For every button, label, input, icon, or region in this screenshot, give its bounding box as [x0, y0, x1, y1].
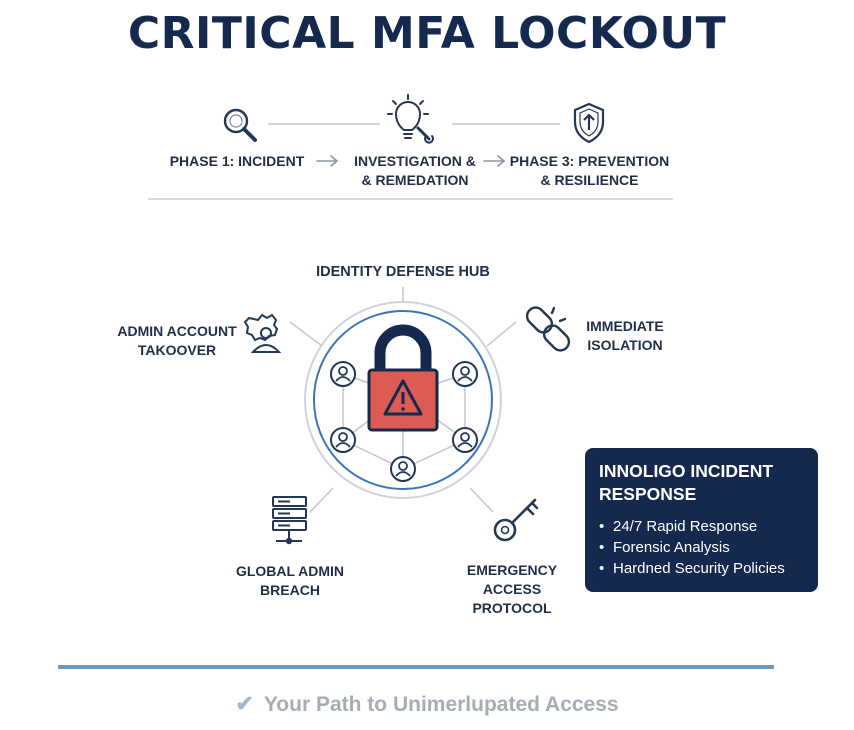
panel-list-item: • 24/7 Rapid Response [599, 516, 804, 537]
phase-2-label: INVESTIGATION & & REMEDATION [340, 152, 490, 190]
emergency-line2: ACCESS [482, 581, 542, 597]
user-node-icon [330, 361, 356, 387]
user-node-icon [452, 361, 478, 387]
panel-list: •24/7 Rapid Response •Forensic Analysis … [599, 516, 804, 579]
panel-title: INNOLIGO INCIDENT RESPONSE [599, 460, 804, 506]
phase-3-label: PHASE 3: PREVENTION & RESILIENCE [507, 152, 672, 190]
phase-2-label-line1: INVESTIGATION & [354, 153, 476, 169]
key-icon [493, 498, 539, 542]
admin-takeover-line1: ADMIN ACCOUNT [117, 323, 237, 339]
shield-icon [573, 102, 605, 144]
phase-arrow-icon [483, 155, 506, 167]
panel-list-item: • Hardned Security Policies [599, 558, 804, 579]
user-node-icon [390, 456, 416, 482]
isolation-line1: IMMEDIATE [586, 318, 664, 334]
gear-user-icon [243, 313, 282, 353]
broken-link-icon [525, 306, 571, 352]
phase-2-label-line2: & REMEDATION [361, 172, 469, 188]
phase-1-label-line1: PHASE 1: INCIDENT [169, 153, 305, 169]
bullet-icon: • [599, 518, 605, 535]
isolation-line2: ISOLATION [587, 337, 663, 353]
isolation-label: IMMEDIATE ISOLATION [570, 317, 680, 355]
emergency-line3: PROTOCOL [472, 600, 552, 616]
footer-divider [58, 665, 774, 669]
panel-item-text: 24/7 Rapid Response [613, 518, 758, 535]
bullet-icon: • [599, 560, 605, 577]
panel-list-item: • Forensic Analysis [599, 537, 804, 558]
padlock-warning-icon [367, 324, 439, 432]
phase-3-label-line1: PHASE 3: PREVENTION [509, 153, 670, 169]
footer-tagline: ✔ Your Path to Unimerlupated Access [0, 691, 854, 717]
incident-response-panel: INNOLIGO INCIDENT RESPONSE • 24/7 Rapid R… [585, 448, 818, 592]
global-breach-label: GLOBAL ADMIN BREACH [225, 562, 355, 600]
lightbulb-wrench-icon [387, 94, 434, 144]
emergency-line1: EMERGENCY [466, 562, 558, 578]
panel-title-line2: RESPONSE [599, 484, 697, 504]
page-title: CRITICAL MFA LOCKOUT [127, 8, 727, 59]
footer-text: Your Path to Unimerlupated Access [263, 693, 619, 716]
checkmark-icon: ✔ [235, 691, 254, 716]
phase-3-label-line2: & RESILIENCE [540, 172, 639, 188]
panel-title-line1: INNOLIGO INCIDENT [599, 461, 774, 481]
magnifier-icon [223, 108, 257, 142]
hub-connector-line [469, 487, 494, 513]
emergency-label: EMERGENCY ACCESS PROTOCOL [452, 561, 572, 618]
hub-connector-line [486, 321, 517, 347]
server-icon [272, 496, 307, 545]
global-breach-line1: GLOBAL ADMIN [235, 563, 345, 579]
user-node-icon [330, 427, 356, 453]
user-node-icon [452, 427, 478, 453]
phase-arrow-icon [316, 155, 339, 167]
global-breach-line2: BREACH [260, 582, 320, 598]
admin-takeover-line2: TAKOOVER [137, 342, 217, 358]
panel-item-text: Forensic Analysis [613, 539, 730, 556]
admin-takeover-label: ADMIN ACCOUNT TAKOOVER [112, 322, 242, 360]
hub-label: IDENTITY DEFENSE HUB [316, 264, 490, 280]
phase-1-label: PHASE 1: INCIDENT [162, 152, 312, 171]
bullet-icon: • [599, 539, 605, 556]
hub-connector-line [309, 487, 334, 513]
panel-item-text: Hardned Security Policies [613, 560, 785, 577]
hub-connector-line [289, 321, 323, 347]
